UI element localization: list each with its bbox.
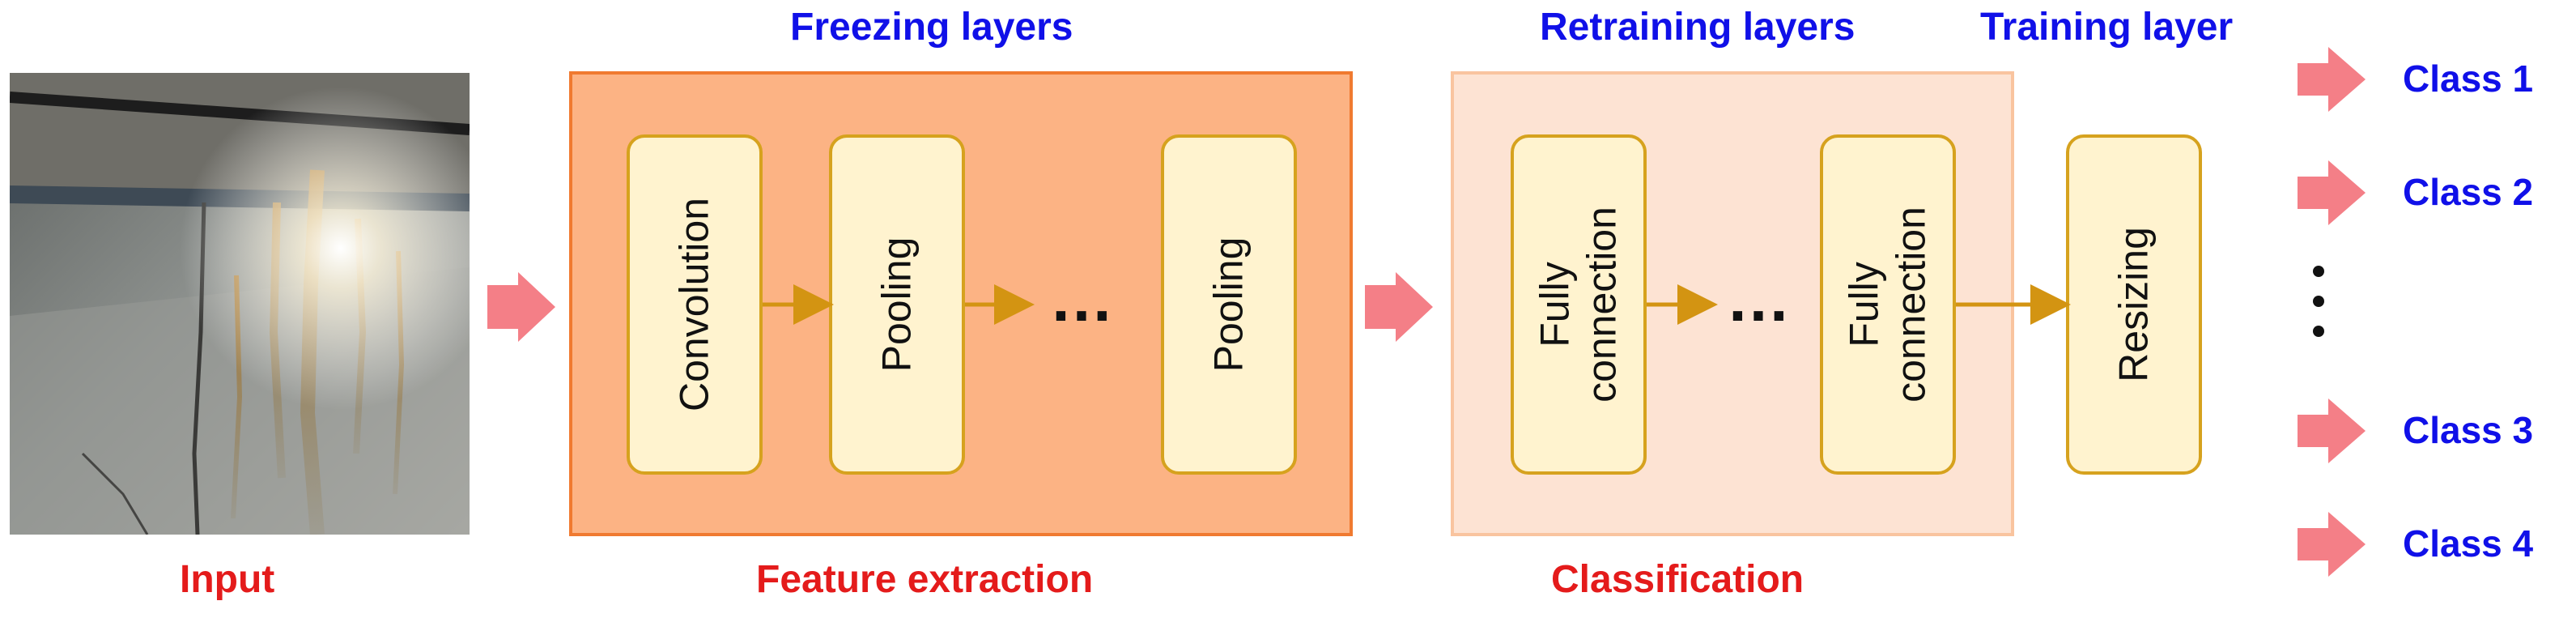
vertical-ellipsis bbox=[2313, 266, 2324, 337]
input-caption: Input bbox=[180, 558, 275, 601]
class-label-3: Class 3 bbox=[2403, 409, 2534, 451]
class-label-4: Class 4 bbox=[2403, 522, 2534, 565]
convolution-layer: Convolution bbox=[627, 134, 763, 475]
pink-block-arrow-icon bbox=[2298, 399, 2366, 463]
class-label-1: Class 1 bbox=[2403, 58, 2534, 100]
pooling-layer-2: Pooling bbox=[1161, 134, 1297, 475]
resizing-layer: Resizing bbox=[2066, 134, 2202, 475]
ellipsis-text: … bbox=[1049, 262, 1114, 335]
training-layer-heading: Training layer bbox=[1980, 6, 2234, 49]
tunnel-wall-image bbox=[10, 73, 470, 535]
pink-block-arrow-icon bbox=[2298, 47, 2366, 112]
fully-connection-layer-1: Fully connection bbox=[1511, 134, 1647, 475]
pink-block-arrow-icon bbox=[487, 272, 555, 342]
input-photo bbox=[10, 73, 470, 535]
pink-block-arrow-icon bbox=[2298, 512, 2366, 577]
pink-block-arrow-icon bbox=[2298, 160, 2366, 225]
pink-block-arrow-icon bbox=[1365, 272, 1433, 342]
classification-caption: Classification bbox=[1551, 558, 1804, 601]
retraining-layers-heading: Retraining layers bbox=[1540, 6, 1855, 49]
fully-connection-layer-2: Fully connection bbox=[1820, 134, 1956, 475]
feature-extraction-caption: Feature extraction bbox=[756, 558, 1094, 601]
class-label-2: Class 2 bbox=[2403, 171, 2534, 213]
ellipsis-text: … bbox=[1726, 262, 1791, 335]
freezing-layers-heading: Freezing layers bbox=[790, 6, 1073, 49]
